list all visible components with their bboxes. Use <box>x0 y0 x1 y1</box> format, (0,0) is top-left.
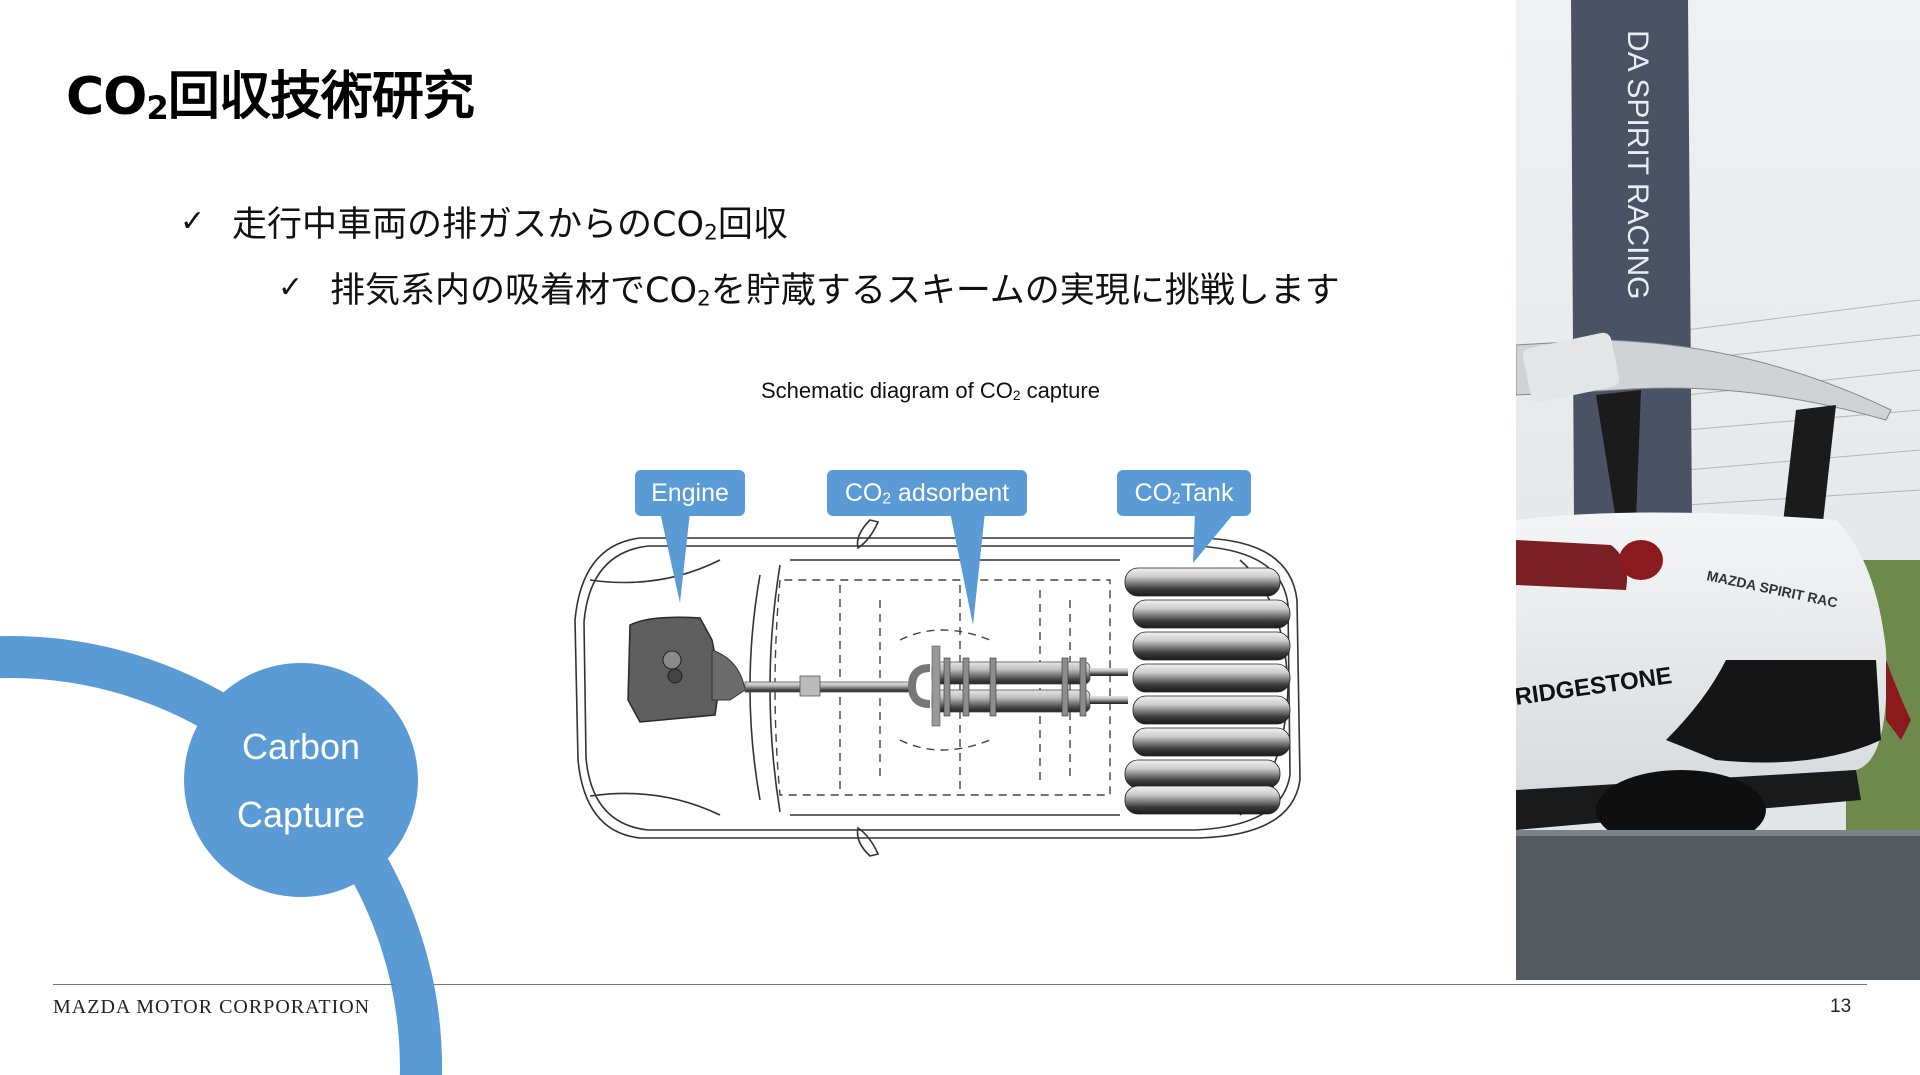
engine-callout: Engine <box>635 470 745 516</box>
engine-block <box>627 616 746 723</box>
co2-adsorbent-unit <box>907 645 1128 727</box>
svg-text:DA SPIRIT RACING: DA SPIRIT RACING <box>1621 30 1654 300</box>
co2-capture-schematic: Engine CO2 adsorbent CO2Tank <box>560 460 1320 870</box>
bullet-item-1: ✓ 走行中車両の排ガスからのCO2回収 <box>180 196 788 247</box>
footer-rule <box>53 984 1867 985</box>
racing-car-photo: DA SPIRIT RACING MAZDA SPIRIT RAC RIDGES… <box>1516 0 1920 980</box>
checkmark-icon: ✓ <box>180 204 206 239</box>
company-name: MAZDA MOTOR CORPORATION <box>53 996 371 1018</box>
badge-line2: Capture <box>236 794 366 835</box>
co2-tanks <box>1124 567 1291 815</box>
car-top-view-drawing <box>574 512 1301 857</box>
diagram-caption: Schematic diagram of CO2 capture <box>761 378 1100 404</box>
bullet-item-2: ✓ 排気系内の吸着材でCO2を貯蔵するスキームの実現に挑戦します <box>278 262 1340 313</box>
co2-tank-callout: CO2Tank <box>1117 470 1251 516</box>
bullet-text: 排気系内の吸着材でCO2を貯蔵するスキームの実現に挑戦します <box>330 271 1340 312</box>
page-title: CO2回収技術研究 <box>66 67 475 127</box>
co2-adsorbent-callout: CO2 adsorbent <box>827 470 1027 516</box>
page-number: 13 <box>1830 996 1852 1017</box>
bullet-text: 走行中車両の排ガスからのCO2回収 <box>232 205 788 246</box>
carbon-capture-badge-circle <box>184 663 418 897</box>
arc-overlay <box>395 970 442 1075</box>
badge-line1: Carbon <box>241 726 361 767</box>
checkmark-icon: ✓ <box>278 270 304 305</box>
